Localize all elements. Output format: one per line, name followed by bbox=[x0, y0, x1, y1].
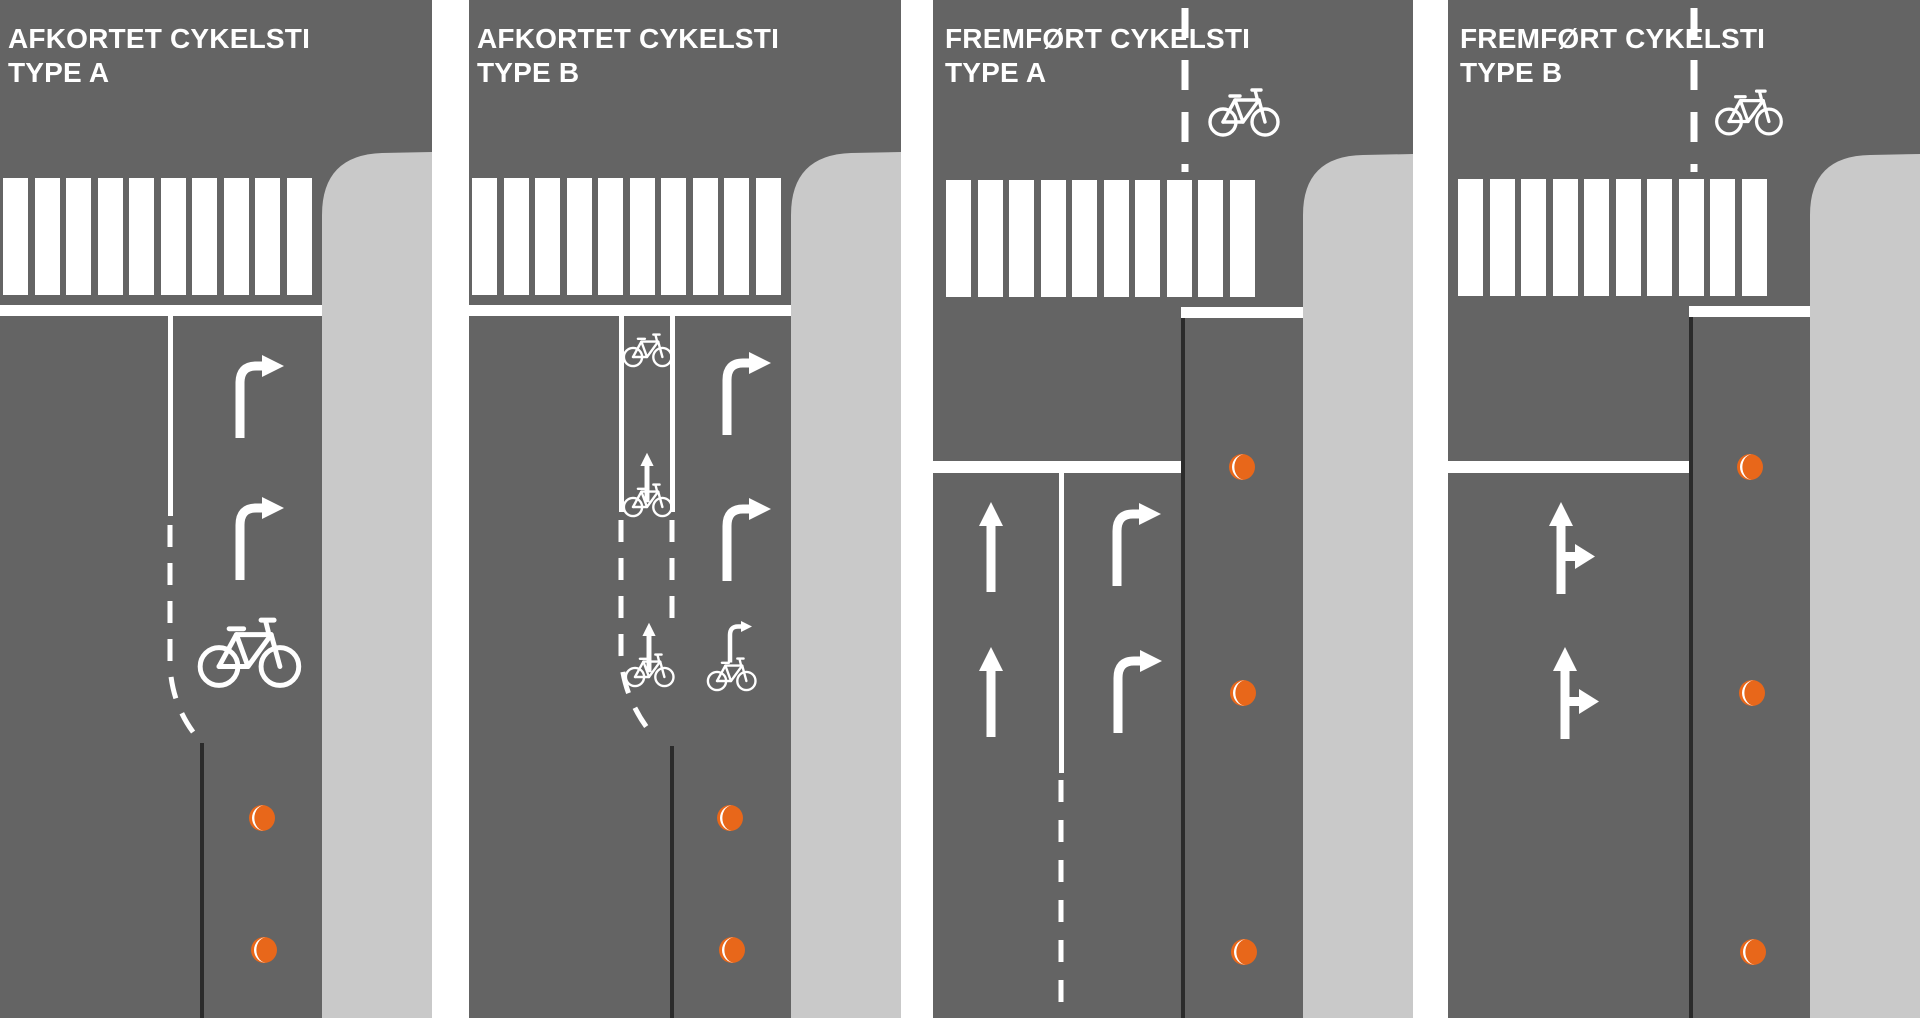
panel-title-line1: AFKORTET CYKELSTI bbox=[477, 23, 779, 54]
curb-sidewalk bbox=[1810, 154, 1920, 1018]
edge-line bbox=[200, 743, 204, 1018]
panel-afkortet-a: AFKORTET CYKELSTI TYPE A bbox=[0, 0, 432, 1018]
stop-line bbox=[933, 461, 1184, 473]
bollard bbox=[1737, 454, 1763, 480]
fremfoert-a-diagram: FREMFØRT CYKELSTI TYPE A bbox=[933, 0, 1413, 1018]
stop-line bbox=[1448, 461, 1689, 473]
edge-line bbox=[1689, 317, 1693, 1018]
edge-line bbox=[1181, 318, 1185, 1018]
bollard bbox=[1740, 939, 1766, 965]
panel-title-line1: FREMFØRT CYKELSTI bbox=[945, 23, 1250, 54]
bike-stop-line bbox=[1181, 307, 1303, 318]
panel-fremfoert-a: FREMFØRT CYKELSTI TYPE A bbox=[933, 0, 1413, 1018]
panel-title-line1: AFKORTET CYKELSTI bbox=[8, 23, 310, 54]
afkortet-b-diagram: AFKORTET CYKELSTI TYPE B bbox=[469, 0, 901, 1018]
solid-lane-divider bbox=[168, 316, 173, 516]
bike-stop-line bbox=[1689, 306, 1810, 317]
stop-line bbox=[469, 305, 791, 316]
panel-afkortet-b: AFKORTET CYKELSTI TYPE B bbox=[469, 0, 901, 1018]
fremfoert-b-diagram: FREMFØRT CYKELSTI TYPE B bbox=[1448, 0, 1920, 1018]
bollard bbox=[1229, 454, 1255, 480]
panel-title-line1: FREMFØRT CYKELSTI bbox=[1460, 23, 1765, 54]
bollard bbox=[1230, 680, 1256, 706]
curb-sidewalk bbox=[322, 152, 432, 1018]
bollard bbox=[719, 937, 745, 963]
bollard bbox=[249, 805, 275, 831]
bicycle-lane-lines bbox=[618, 316, 675, 1018]
panel-title-line2: TYPE A bbox=[8, 57, 109, 88]
bollard bbox=[251, 937, 277, 963]
afkortet-a-diagram: AFKORTET CYKELSTI TYPE A bbox=[0, 0, 432, 1018]
bollard bbox=[717, 805, 743, 831]
bollard bbox=[1739, 680, 1765, 706]
panel-fremfoert-b: FREMFØRT CYKELSTI TYPE B bbox=[1448, 0, 1920, 1018]
panel-title-line2: TYPE B bbox=[1460, 57, 1562, 88]
panel-title-line2: TYPE B bbox=[477, 57, 579, 88]
solid-lane-divider bbox=[1059, 473, 1064, 773]
edge-line bbox=[670, 746, 674, 1018]
bollard bbox=[1231, 939, 1257, 965]
curb-sidewalk bbox=[791, 152, 901, 1018]
stop-line bbox=[0, 305, 322, 316]
curb-sidewalk bbox=[1303, 154, 1413, 1018]
panel-title-line2: TYPE A bbox=[945, 57, 1046, 88]
